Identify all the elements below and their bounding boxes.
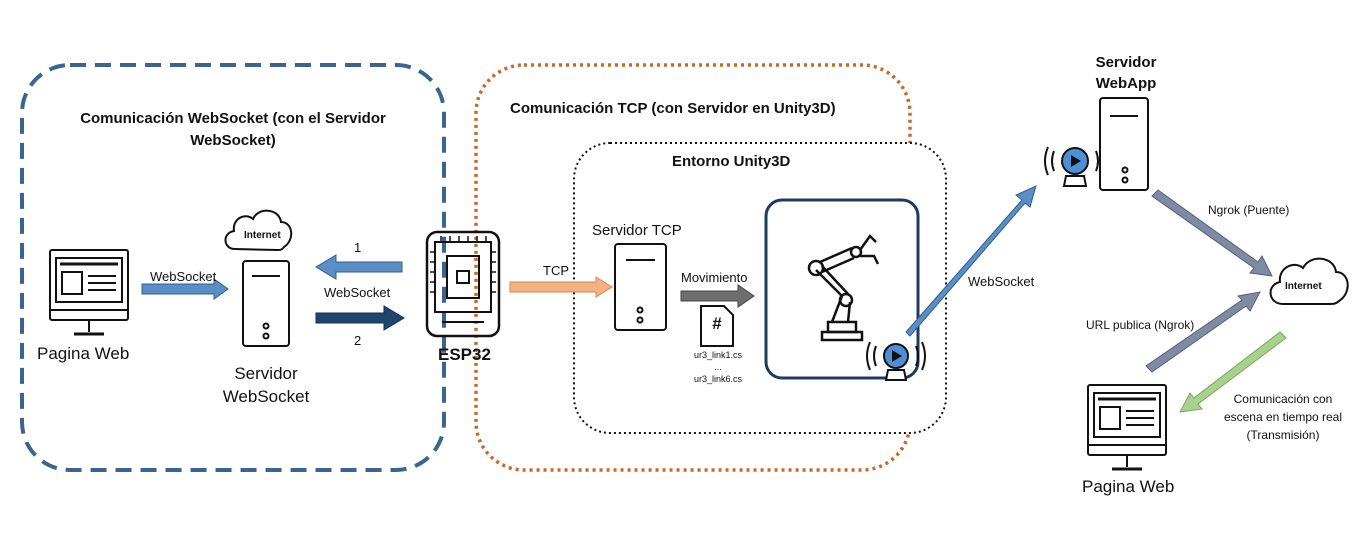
- robot-box: [764, 198, 920, 380]
- esp32-label: ESP32: [438, 345, 491, 364]
- arrow-ngrok-bridge: [1151, 189, 1273, 277]
- arrow-unity-to-webapp: [905, 185, 1037, 337]
- arrow-webpage-to-wsserver: [141, 278, 229, 300]
- tcp-group-title: Comunicación TCP (con Servidor en Unity3…: [510, 100, 836, 117]
- robot-arm-icon: [807, 234, 880, 342]
- cloud-icon-right: [1269, 257, 1349, 305]
- arrow-esp-to-tcp: [509, 276, 613, 298]
- server-icon-tcp: [614, 243, 667, 331]
- script-ellipsis: ...: [714, 362, 722, 372]
- movimiento-edge-label: Movimiento: [681, 270, 748, 285]
- script-file-6: ur3_link6.cs: [693, 374, 743, 384]
- stream-icon-unity: [866, 341, 926, 381]
- websocket-edge-label: WebSocket: [150, 269, 217, 284]
- server-icon-websocket: [242, 260, 290, 347]
- websocket-group-title: Comunicación WebSocket (con el Servidor …: [80, 110, 386, 149]
- server-esp-edge-label: WebSocket: [324, 285, 391, 300]
- server-icon-webapp: [1099, 97, 1149, 191]
- tcp-edge-label: TCP: [543, 263, 569, 278]
- esp32-chip-icon: [425, 230, 501, 338]
- web-page-right-label: Pagina Web: [1082, 477, 1175, 496]
- arrow-esp-to-wsserver: [315, 254, 403, 280]
- stream-icon-webapp: [1044, 146, 1106, 187]
- monitor-icon-right: [1087, 384, 1167, 471]
- arrow-number-2: 2: [354, 333, 362, 348]
- cloud-icon-left: [224, 209, 293, 252]
- internet-left-label: Internet: [244, 230, 281, 241]
- ngrok-bridge-label: Ngrok (Puente): [1208, 203, 1290, 217]
- stream-label: Comunicación con escena en tiempo real (…: [1223, 392, 1343, 442]
- script-hash-symbol: #: [712, 314, 722, 333]
- monitor-icon-left: [49, 249, 129, 336]
- arrow-number-1: 1: [354, 240, 362, 255]
- script-file-icon: [700, 305, 734, 347]
- unity-env-title: Entorno Unity3D: [672, 153, 791, 170]
- arrow-stream: [1179, 331, 1287, 413]
- arrow-public-url: [1145, 291, 1261, 373]
- websocket-webapp-edge-label: WebSocket: [968, 274, 1035, 289]
- arrow-movimiento: [680, 284, 755, 308]
- websocket-group-border: [20, 63, 446, 472]
- public-url-label: URL publica (Ngrok): [1086, 318, 1195, 332]
- websocket-server-label: Servidor WebSocket: [222, 364, 310, 406]
- arrow-wsserver-to-esp: [315, 305, 405, 331]
- internet-right-label: Internet: [1285, 281, 1322, 292]
- webapp-server-label: Servidor WebApp: [1095, 54, 1157, 92]
- tcp-server-label: Servidor TCP: [592, 222, 682, 239]
- script-file-1: ur3_link1.cs: [693, 350, 743, 360]
- web-page-left-label: Pagina Web: [37, 344, 130, 363]
